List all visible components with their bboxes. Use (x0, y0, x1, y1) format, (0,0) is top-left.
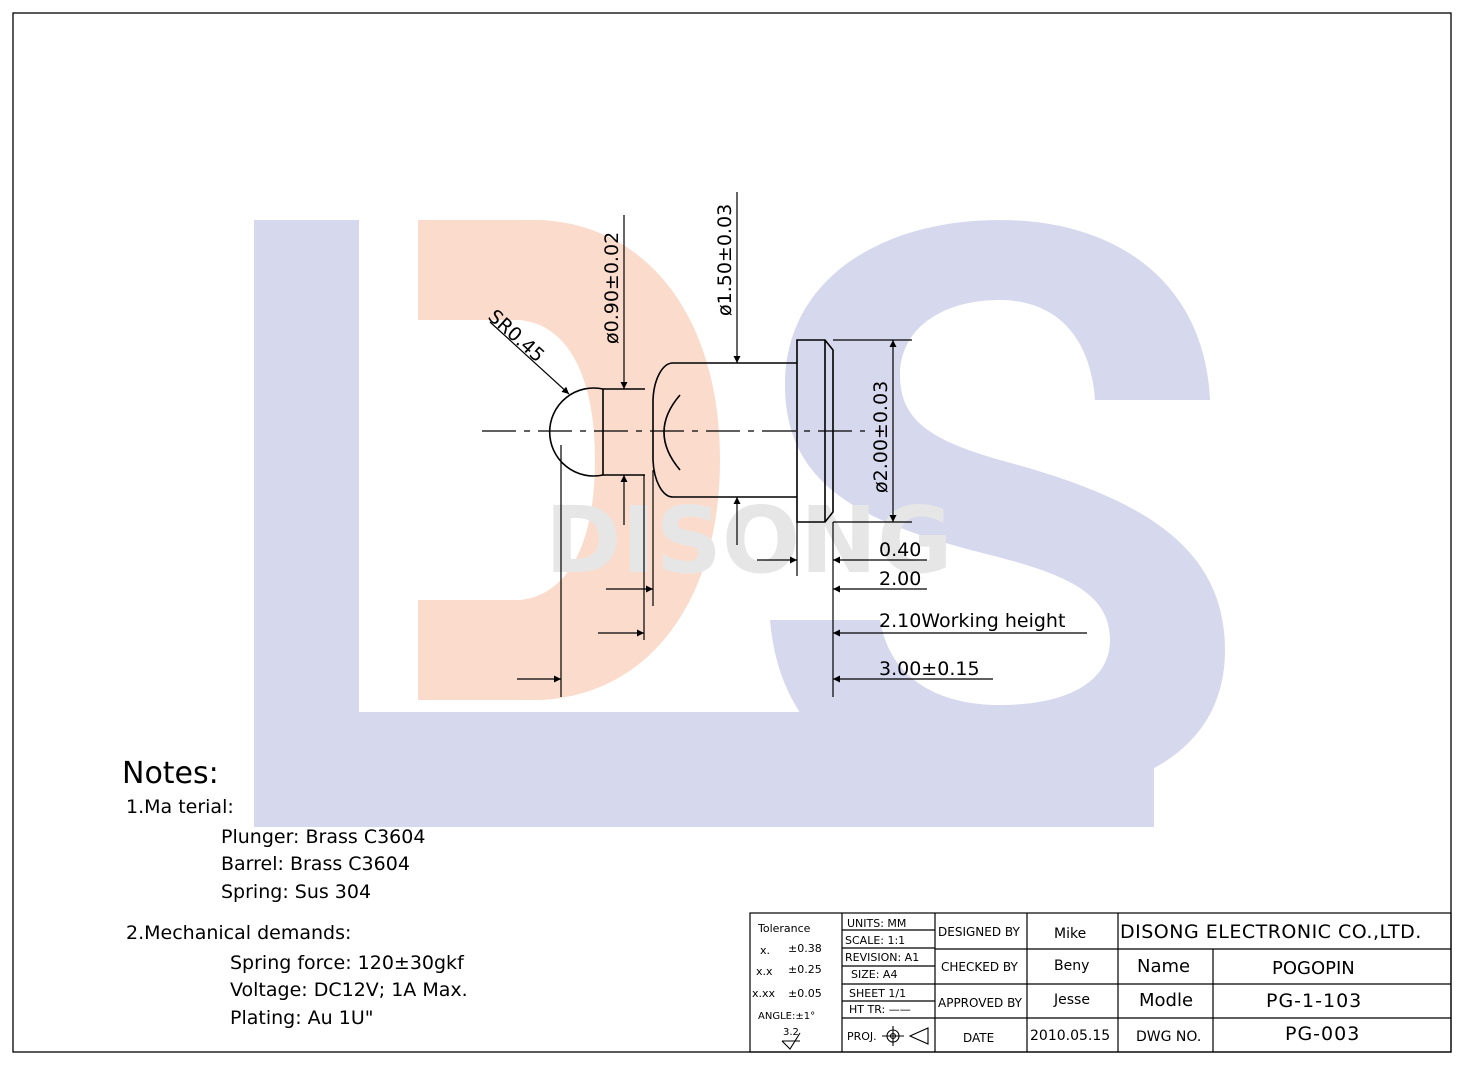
sr-leader (489, 321, 570, 395)
info-units: UNITS: MM (847, 917, 907, 930)
notes-mechanical-line: Voltage: DC12V; 1A Max. (230, 979, 468, 1001)
tolerance-row-value: ±0.38 (788, 942, 822, 955)
tolerance-row-label: x. (760, 944, 771, 957)
dwg-value: PG-003 (1285, 1023, 1361, 1045)
notes-mechanical-line: Plating: Au 1U" (230, 1007, 374, 1029)
plunger-tip-outline (548, 387, 604, 477)
dim-body-dia-label: ø1.50±0.03 (714, 204, 736, 316)
notes-mechanical-heading: 2.Mechanical demands: (126, 922, 352, 944)
role-checked-name: Beny (1054, 958, 1090, 974)
info-scale: SCALE: 1:1 (845, 934, 906, 947)
title-block-grid (749, 912, 1452, 1053)
info-ht-tr: HT TR: —— (849, 1003, 911, 1016)
name-value: POGOPIN (1272, 958, 1355, 979)
watermark-d-bowl (418, 220, 720, 700)
notes-material-line: Spring: Sus 304 (221, 881, 372, 903)
role-designed-label: DESIGNED BY (938, 925, 1020, 939)
company-name: DISONG ELECTRONIC CO.,LTD. (1120, 921, 1422, 943)
notes-material-heading: 1.Ma terial: (126, 796, 234, 818)
tolerance-row-value: ±0.25 (788, 963, 822, 976)
roughness-symbol (781, 1032, 801, 1050)
model-value: PG-1-103 (1266, 990, 1363, 1012)
tolerance-row-label: x.x (756, 965, 773, 978)
role-checked-label: CHECKED BY (941, 960, 1018, 974)
notes-material-line: Barrel: Brass C3604 (221, 853, 410, 875)
barrel-crimp-outline (652, 362, 674, 498)
notes-heading: Notes: (122, 756, 219, 791)
notes-material-line: Plunger: Brass C3604 (221, 826, 426, 848)
watermark-logo: DISONG (254, 220, 1225, 827)
role-date-value: 2010.05.15 (1030, 1028, 1111, 1044)
dim-body-length-label: 2.00 (879, 568, 921, 590)
sheet-border (12, 12, 1452, 1053)
tolerance-angle: ANGLE:±1° (758, 1011, 816, 1022)
dim-head-dia-label: ø2.00±0.03 (870, 381, 892, 493)
role-approved-label: APPROVED BY (938, 996, 1023, 1010)
info-proj: PROJ. (847, 1030, 877, 1043)
watermark-s-letter (770, 220, 1225, 800)
barrel-inner-crimp (663, 394, 681, 471)
tolerance-heading: Tolerance (758, 922, 811, 935)
info-sheet: SHEET 1/1 (849, 987, 907, 1000)
model-label: Modle (1139, 990, 1194, 1011)
dim-total-length-label: 3.00±0.15 (879, 658, 980, 680)
tolerance-row-value: ±0.05 (788, 987, 822, 1000)
info-size: SIZE: A4 (851, 968, 898, 981)
name-label: Name (1137, 956, 1191, 977)
roughness-value: 3.2 (783, 1027, 799, 1038)
dim-working-height-label: 2.10Working height (879, 610, 1065, 632)
dwg-label: DWG NO. (1136, 1029, 1202, 1045)
tolerance-row-label: x.xx (752, 987, 776, 1000)
role-approved-name: Jesse (1054, 992, 1090, 1008)
dim-tip-dia-label: ø0.90±0.02 (601, 232, 623, 344)
watermark-word: DISONG (545, 487, 953, 594)
notes-mechanical-line: Spring force: 120±30gkf (230, 952, 464, 974)
role-designed-name: Mike (1054, 926, 1087, 942)
role-date-label: DATE (963, 1031, 995, 1045)
dim-head-thickness-label: 0.40 (879, 539, 921, 561)
projection-symbol (882, 1026, 929, 1046)
dimension-lines (489, 192, 1087, 697)
info-revision: REVISION: A1 (845, 951, 920, 964)
